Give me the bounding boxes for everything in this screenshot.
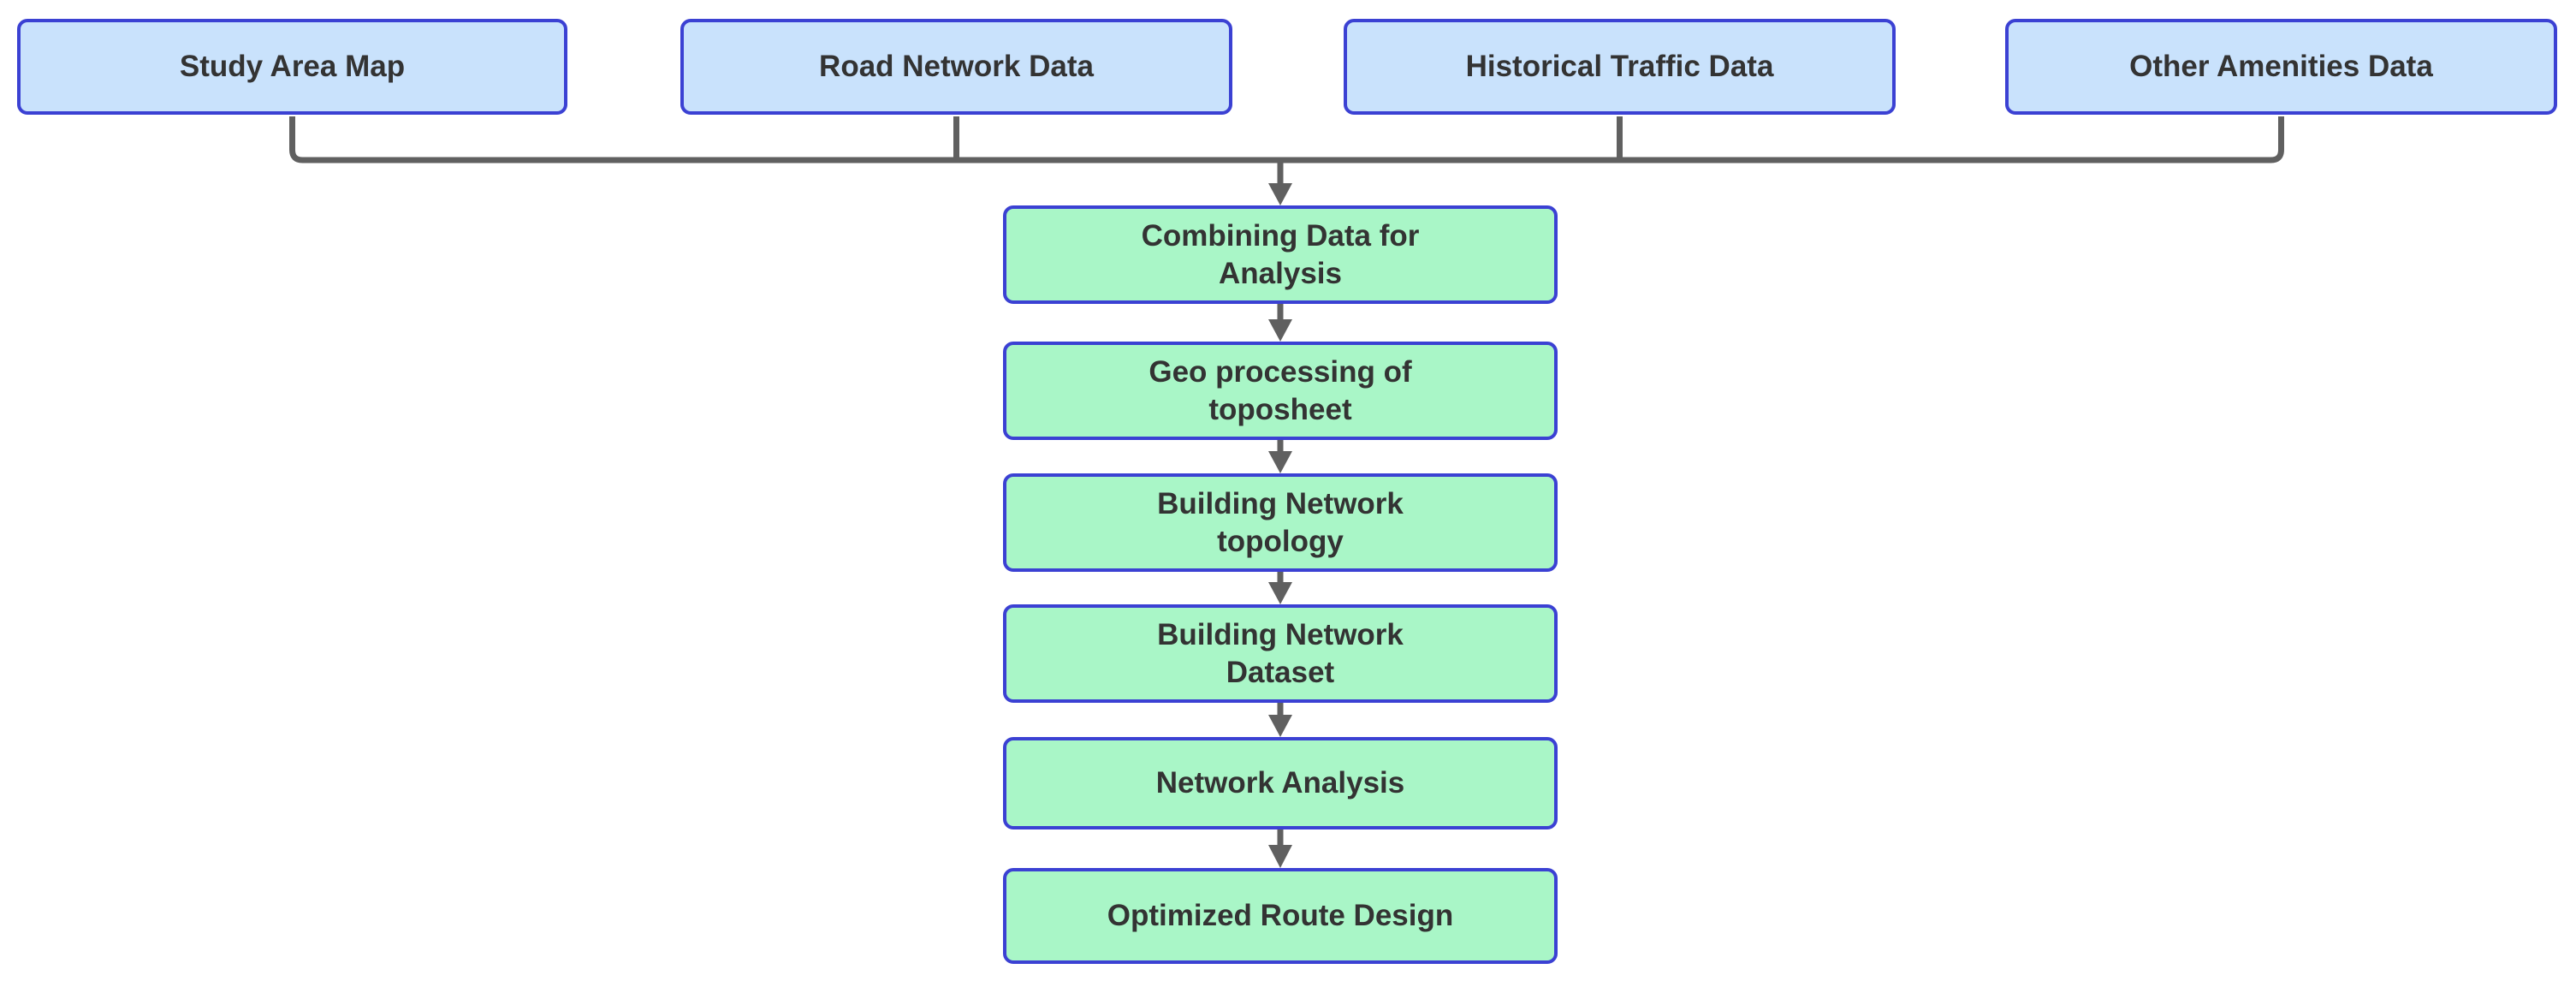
node-historical-traffic-data: Historical Traffic Data xyxy=(1344,19,1896,115)
node-label: Other Amenities Data xyxy=(2129,50,2433,84)
arrowhead-topology-to-dataset xyxy=(1268,582,1292,604)
node-label: Building Network topology xyxy=(1157,486,1404,558)
node-label: Study Area Map xyxy=(179,50,406,84)
node-label: Historical Traffic Data xyxy=(1465,50,1774,84)
node-label: Geo processing of toposheet xyxy=(1149,354,1412,426)
node-label: Network Analysis xyxy=(1155,766,1405,800)
node-building-network-topology: Building Network topology xyxy=(1003,473,1558,572)
arrowhead-analysis-to-route xyxy=(1268,845,1292,868)
node-building-network-dataset: Building Network Dataset xyxy=(1003,604,1558,703)
node-study-area-map: Study Area Map xyxy=(17,19,567,115)
node-geo-processing-of-toposheet: Geo processing of toposheet xyxy=(1003,342,1558,440)
bus-connector xyxy=(289,116,2284,164)
node-network-analysis: Network Analysis xyxy=(1003,737,1558,829)
arrowhead-geoprocessing-to-topology xyxy=(1268,451,1292,473)
arrowhead-dataset-to-analysis xyxy=(1268,715,1292,737)
arrowhead-bus-to-combining xyxy=(1268,183,1292,205)
node-label: Road Network Data xyxy=(819,50,1094,84)
node-combining-data-for-analysis: Combining Data for Analysis xyxy=(1003,205,1558,304)
node-label: Optimized Route Design xyxy=(1107,899,1454,933)
node-optimized-route-design: Optimized Route Design xyxy=(1003,868,1558,964)
arrowhead-combining-to-geoprocessing xyxy=(1268,319,1292,342)
node-other-amenities-data: Other Amenities Data xyxy=(2005,19,2557,115)
node-label: Building Network Dataset xyxy=(1157,617,1404,689)
node-road-network-data: Road Network Data xyxy=(680,19,1232,115)
node-label: Combining Data for Analysis xyxy=(1141,218,1420,290)
